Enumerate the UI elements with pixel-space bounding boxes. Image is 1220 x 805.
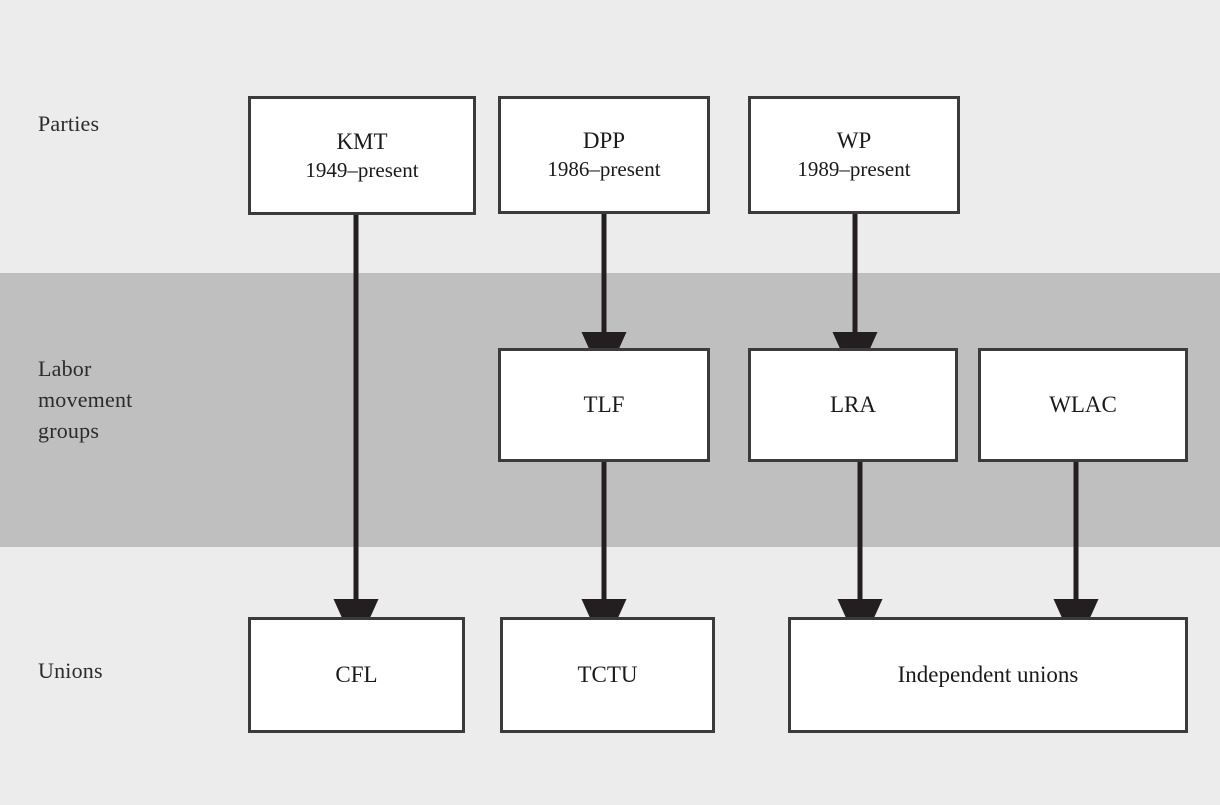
node-independent-unions-name: Independent unions [897, 662, 1079, 687]
node-wlac[interactable]: WLAC [978, 348, 1188, 462]
node-cfl-name: CFL [335, 662, 378, 687]
row-label-unions: Unions [38, 658, 103, 683]
node-dpp-name: DPP [582, 128, 626, 153]
node-kmt[interactable]: KMT 1949–present [248, 96, 476, 215]
node-wp-name: WP [836, 128, 872, 153]
node-tctu[interactable]: TCTU [500, 617, 715, 733]
node-kmt-name: KMT [336, 128, 388, 154]
node-tctu-name: TCTU [577, 662, 638, 687]
row-label-labor-movement-groups: Labor movement groups [38, 356, 133, 443]
node-wp-years: 1989–present [797, 157, 911, 181]
node-wlac-name: WLAC [1049, 392, 1117, 417]
node-lra[interactable]: LRA [748, 348, 958, 462]
node-lra-name: LRA [830, 392, 876, 417]
node-independent-unions[interactable]: Independent unions [788, 617, 1188, 733]
node-dpp-years: 1986–present [547, 157, 661, 181]
row-label-parties: Parties [38, 111, 100, 136]
node-kmt-years: 1949–present [305, 157, 419, 182]
node-dpp[interactable]: DPP 1986–present [498, 96, 710, 214]
node-cfl[interactable]: CFL [248, 617, 465, 733]
node-tlf-name: TLF [583, 392, 625, 417]
node-wp[interactable]: WP 1989–present [748, 96, 960, 214]
node-tlf[interactable]: TLF [498, 348, 710, 462]
